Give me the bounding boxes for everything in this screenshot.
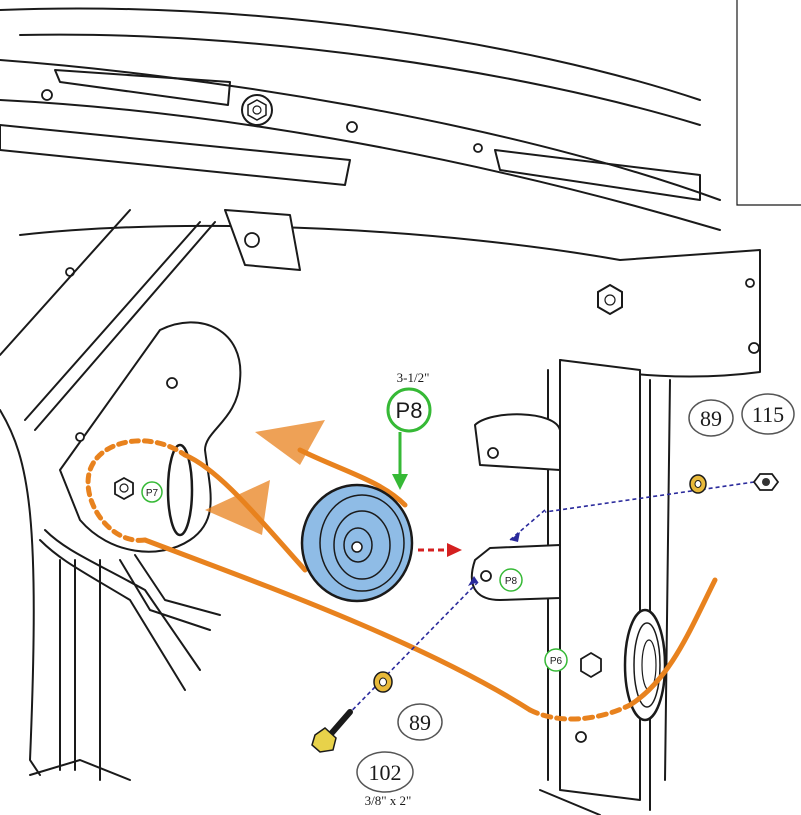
p6-pulley: [580, 608, 667, 722]
svg-text:102: 102: [369, 760, 402, 785]
svg-text:89: 89: [700, 406, 722, 431]
washer-icon: [373, 671, 393, 693]
svg-text:P8: P8: [396, 398, 423, 423]
svg-text:89: 89: [409, 710, 431, 735]
svg-text:P6: P6: [550, 656, 563, 667]
washer-icon: [689, 474, 707, 494]
idler-pulley-icon: [300, 483, 414, 603]
callout-89-lower: 89: [397, 703, 443, 741]
frame-bolt-right: [597, 283, 623, 316]
p6-label: P6: [544, 648, 568, 672]
p7-label: P7: [141, 481, 163, 503]
bolt-size-label: 3/8" x 2": [365, 793, 412, 808]
upper-frame: [0, 7, 761, 378]
p8-main-label: P8: [386, 387, 432, 433]
nut-icon: [752, 473, 780, 491]
mount-direction-arrow: [418, 543, 462, 557]
diagonal-tube: [0, 209, 301, 431]
belt-direction-arrow-upper: [255, 420, 325, 465]
callout-89-upper: 89: [688, 399, 734, 437]
frame-bolt-upper: [241, 94, 273, 126]
callout-102: 102: [356, 751, 414, 793]
svg-text:115: 115: [752, 402, 784, 427]
left-legs: [0, 409, 221, 781]
svg-text:P7: P7: [146, 488, 159, 499]
p7-pulley: [114, 443, 194, 537]
p7-bracket: [59, 321, 242, 553]
p8-mount-label: P8: [499, 568, 523, 592]
inset-frame: [736, 0, 801, 206]
belt-direction-arrow-lower: [205, 480, 270, 535]
bolt-icon: [311, 709, 353, 753]
callout-115: 115: [741, 393, 795, 435]
belt-path: [85, 438, 718, 722]
pulley-size-label: 3-1/2": [397, 370, 430, 385]
svg-text:P8: P8: [505, 576, 518, 587]
p8-pointer-arrow: [392, 432, 408, 490]
